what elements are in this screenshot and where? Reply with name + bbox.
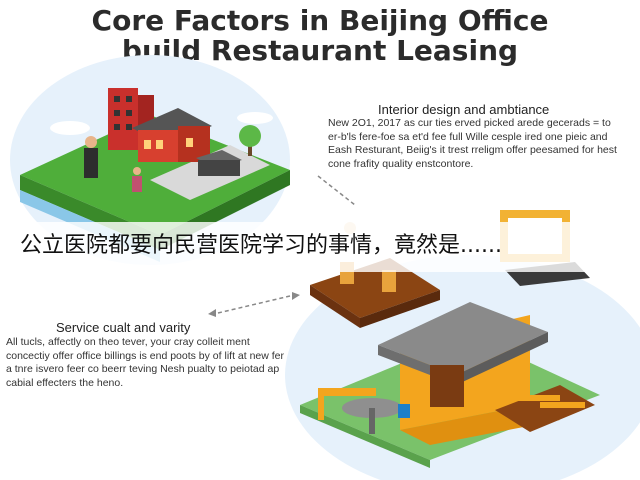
title-line-1: Core Factors in Beijing Office: [91, 4, 549, 37]
arrow-head-icon: [208, 309, 216, 317]
service-quality-heading: Service cualt and varity: [56, 320, 191, 335]
service-quality-body: All tucls, affectly on theo tever, your …: [6, 336, 285, 389]
arrow-head-icon: [292, 292, 300, 300]
dashed-arrow-top: [317, 175, 356, 206]
dashed-arrow-bottom: [217, 295, 291, 314]
interior-design-body: New 2O1, 2017 as cur ties erved picked a…: [328, 117, 617, 170]
overlay-banner-text: 公立医院都要向民营医院学习的事情，竟然是......: [20, 233, 502, 258]
interior-design-heading: Interior design and ambtiance: [378, 102, 550, 117]
overlay-banner: [0, 222, 640, 272]
restaurant-kiosk-illustration: [300, 302, 600, 468]
page-title: Core Factors in Beijing Office build Res…: [0, 6, 640, 66]
